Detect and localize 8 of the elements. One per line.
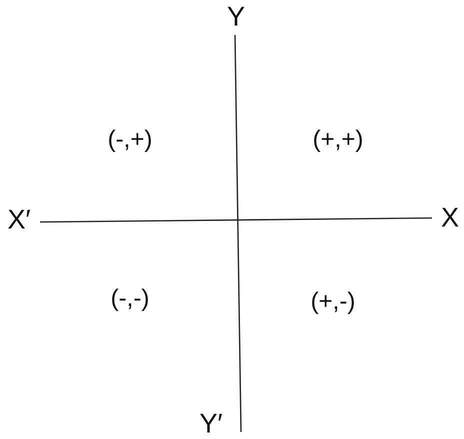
quadrant-sign-label: (+,-) [310,290,356,314]
axis-label: X′ [7,206,31,234]
quadrant-sign-label: (-,-) [110,287,150,311]
axis-label: Y′ [199,410,223,438]
axis-label: X [441,204,459,232]
axis-label: Y [227,4,245,30]
quadrant-sign-label: (-,+) [108,128,152,152]
quadrant-sign-label: (+,+) [312,128,364,152]
